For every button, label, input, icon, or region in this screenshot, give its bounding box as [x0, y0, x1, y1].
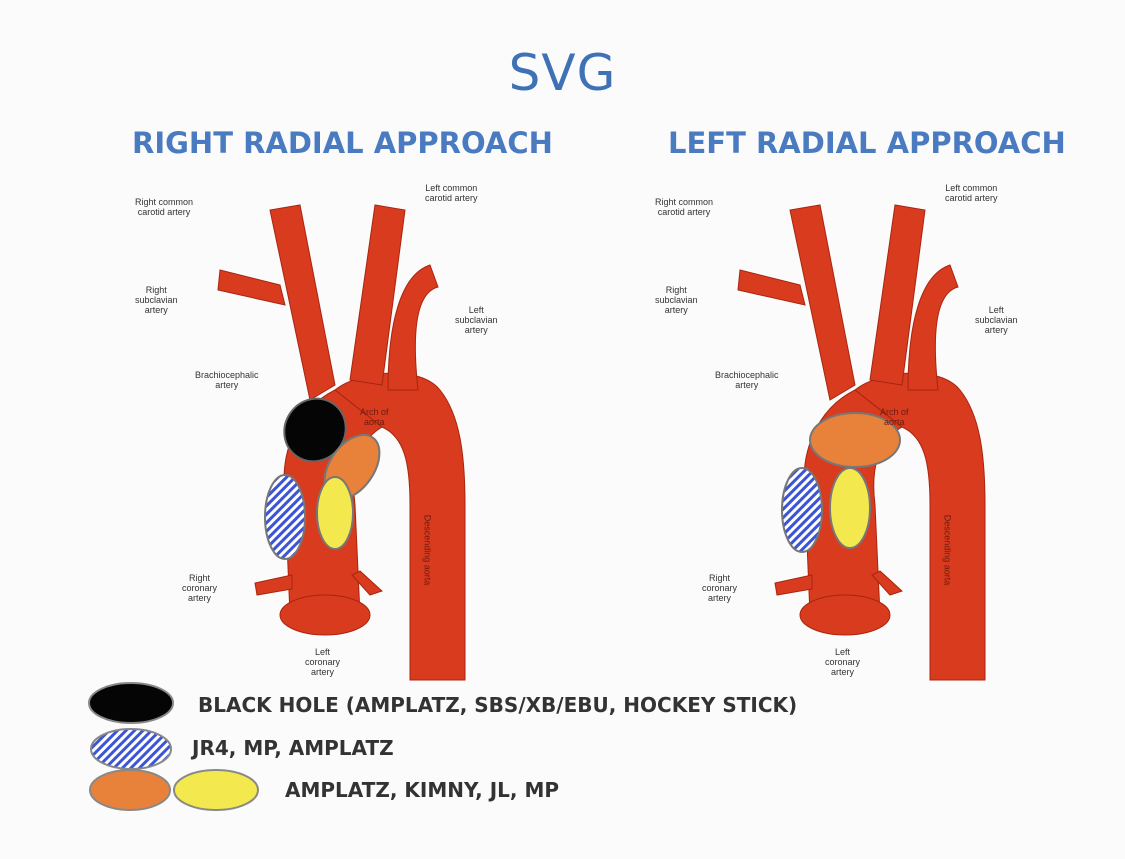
legend-black-swatch [88, 682, 174, 724]
label-arch-of-aorta: Arch of aorta [360, 407, 389, 427]
label-brachiocephalic: Brachiocephalic artery [195, 370, 259, 390]
yellow-zone [829, 467, 871, 549]
left-radial-title: LEFT RADIAL APPROACH [668, 126, 1066, 160]
right-radial-diagram: Right common carotid artery Left common … [120, 175, 560, 690]
label-right-coronary: Right coronary artery [702, 573, 738, 603]
legend-black-label: BLACK HOLE (AMPLATZ, SBS/XB/EBU, HOCKEY … [198, 693, 798, 717]
main-title: SVG [508, 44, 617, 102]
legend-orange-swatch [89, 769, 171, 811]
label-arch-of-aorta: Arch of aorta [880, 407, 909, 427]
aortic-arch-illustration [217, 204, 466, 681]
legend-blue-swatch [90, 728, 172, 770]
blue-zone [264, 474, 306, 560]
label-left-coronary: Left coronary artery [825, 647, 861, 677]
label-descending-aorta: Descending aorta [942, 514, 953, 586]
label-left-common-carotid: Left common carotid artery [945, 183, 998, 203]
aortic-arch-illustration [737, 204, 986, 681]
left-radial-diagram: Right common carotid artery Left common … [640, 175, 1080, 690]
orange-zone [809, 412, 901, 468]
label-brachiocephalic: Brachiocephalic artery [715, 370, 779, 390]
right-radial-title: RIGHT RADIAL APPROACH [132, 126, 553, 160]
label-descending-aorta: Descending aorta [422, 514, 433, 586]
label-right-subclavian: Right subclavian artery [135, 285, 178, 315]
label-left-common-carotid: Left common carotid artery [425, 183, 478, 203]
legend-orange-yellow-swatches [89, 769, 259, 811]
label-right-coronary: Right coronary artery [182, 573, 218, 603]
blue-zone [781, 467, 823, 553]
label-left-coronary: Left coronary artery [305, 647, 341, 677]
legend-blue-label: JR4, MP, AMPLATZ [192, 736, 394, 760]
label-right-common-carotid: Right common carotid artery [135, 197, 194, 217]
label-left-subclavian: Left subclavian artery [975, 305, 1018, 335]
legend-yellow-swatch [173, 769, 259, 811]
legend-orange-yellow-label: AMPLATZ, KIMNY, JL, MP [285, 778, 560, 802]
label-right-subclavian: Right subclavian artery [655, 285, 698, 315]
label-right-common-carotid: Right common carotid artery [655, 197, 714, 217]
yellow-zone [316, 476, 354, 550]
label-left-subclavian: Left subclavian artery [455, 305, 498, 335]
